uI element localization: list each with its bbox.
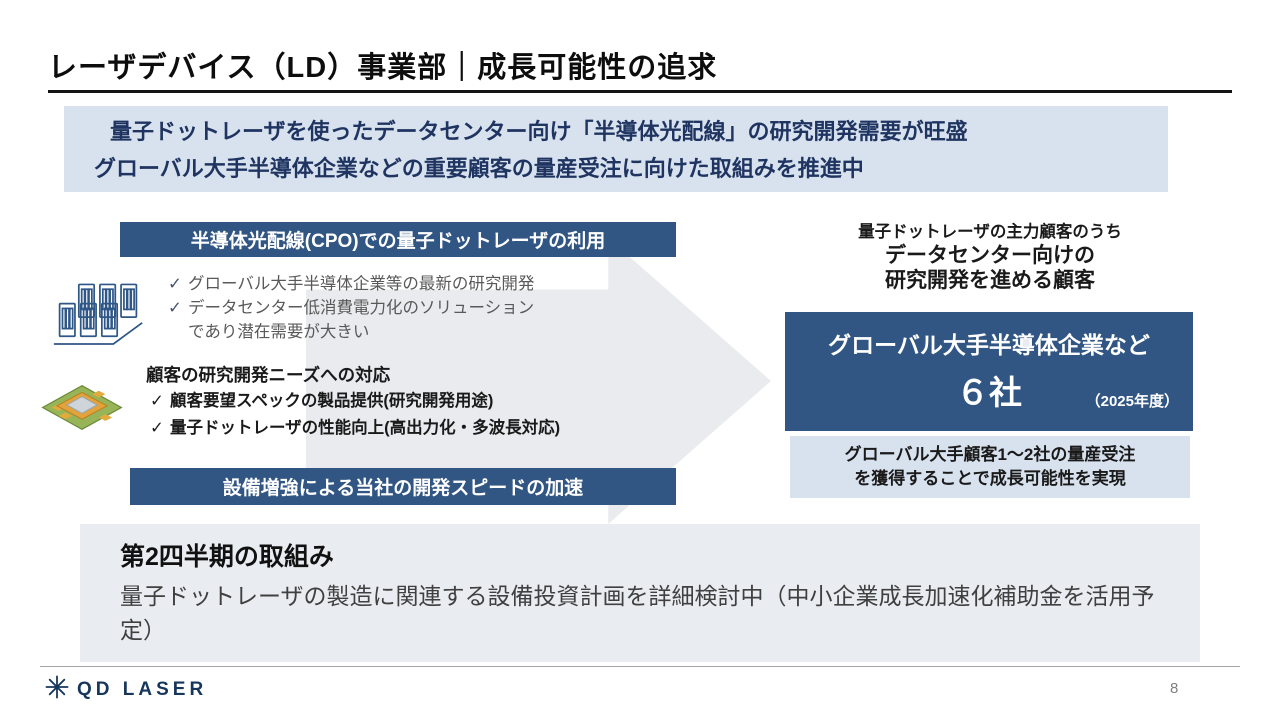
highlight-title: グローバル大手半導体企業など <box>828 332 1150 358</box>
customer-needs-heading: 顧客の研究開発ニーズへの対応 <box>146 365 391 385</box>
customer-highlight-box: グローバル大手半導体企業など ６社 （2025年度） <box>785 312 1193 431</box>
server-rack-icon <box>50 280 146 363</box>
highlight-count: ６社 <box>956 374 1022 411</box>
list-item-text: グローバル大手半導体企業等の最新の研究開発 <box>188 275 535 293</box>
check-icon: ✓ <box>150 392 164 410</box>
key-message-banner: 量子ドットレーザを使ったデータセンター向け「半導体光配線」の研究開発需要が旺盛 … <box>64 106 1168 192</box>
q2-body: 量子ドットレーザの製造に関連する設備投資計画を詳細検討中（中小企業成長加速化補助… <box>120 583 1155 643</box>
title-underline <box>48 90 1232 93</box>
check-icon: ✓ <box>168 275 182 293</box>
left-header-box: 半導体光配線(CPO)での量子ドットレーザの利用 <box>120 222 676 257</box>
logo-star-icon <box>44 674 70 705</box>
banner-line-2: グローバル大手半導体企業などの重要顧客の量産受注に向けた取組みを推進中 <box>94 156 864 181</box>
list-item: ✓ データセンター低消費電力化のソリューション であり潜在需要が大きい <box>168 296 678 344</box>
banner-line-1: 量子ドットレーザを使ったデータセンター向け「半導体光配線」の研究開発需要が旺盛 <box>110 119 968 144</box>
list-item-text: 顧客要望スペックの製品提供(研究開発用途) <box>170 392 494 410</box>
list-item: ✓ 顧客要望スペックの製品提供(研究開発用途) <box>150 388 680 415</box>
highlight-count-row: ６社 （2025年度） <box>785 366 1193 414</box>
cpo-benefits-list: ✓ グローバル大手半導体企業等の最新の研究開発 ✓ データセンター低消費電力化の… <box>168 272 678 344</box>
logo-text: QD LASER <box>77 678 208 700</box>
q2-initiatives-box: 第2四半期の取組み 量子ドットレーザの製造に関連する設備投資計画を詳細検討中（中… <box>80 524 1200 662</box>
right-caption-1: 量子ドットレーザの主力顧客のうち <box>858 223 1122 241</box>
chip-icon <box>40 374 124 451</box>
check-icon: ✓ <box>150 419 164 437</box>
q2-heading: 第2四半期の取組み <box>120 543 334 571</box>
page-number: 8 <box>1170 680 1179 697</box>
list-item-text: データセンター低消費電力化のソリューション であり潜在需要が大きい <box>188 296 534 344</box>
company-logo: QD LASER <box>44 674 207 705</box>
growth-note-line-1: グローバル大手顧客1～2社の量産受注 <box>844 445 1136 464</box>
right-caption-3: 研究開発を進める顧客 <box>885 269 1095 292</box>
list-item-line-1: データセンター低消費電力化のソリューション <box>188 299 535 317</box>
customer-needs-list: ✓ 顧客要望スペックの製品提供(研究開発用途) ✓ 量子ドットレーザの性能向上(… <box>150 388 680 442</box>
list-item: ✓ 量子ドットレーザの性能向上(高出力化・多波長対応) <box>150 415 680 442</box>
list-item-text: 量子ドットレーザの性能向上(高出力化・多波長対応) <box>170 419 561 437</box>
page-title: レーザデバイス（LD）事業部｜成長可能性の追求 <box>48 52 718 84</box>
list-item-line-2: であり潜在需要が大きい <box>188 323 370 341</box>
growth-note-box: グローバル大手顧客1～2社の量産受注 を獲得することで成長可能性を実現 <box>790 436 1190 498</box>
highlight-fiscal-year: （2025年度） <box>1085 393 1179 410</box>
left-footer-box: 設備増強による当社の開発スピードの加速 <box>130 468 676 505</box>
check-icon: ✓ <box>168 299 182 317</box>
growth-note-line-2: を獲得することで成長可能性を実現 <box>854 469 1126 488</box>
list-item: ✓ グローバル大手半導体企業等の最新の研究開発 <box>168 272 678 296</box>
footer-divider <box>40 666 1240 667</box>
right-caption-2: データセンター向けの <box>885 244 1095 267</box>
